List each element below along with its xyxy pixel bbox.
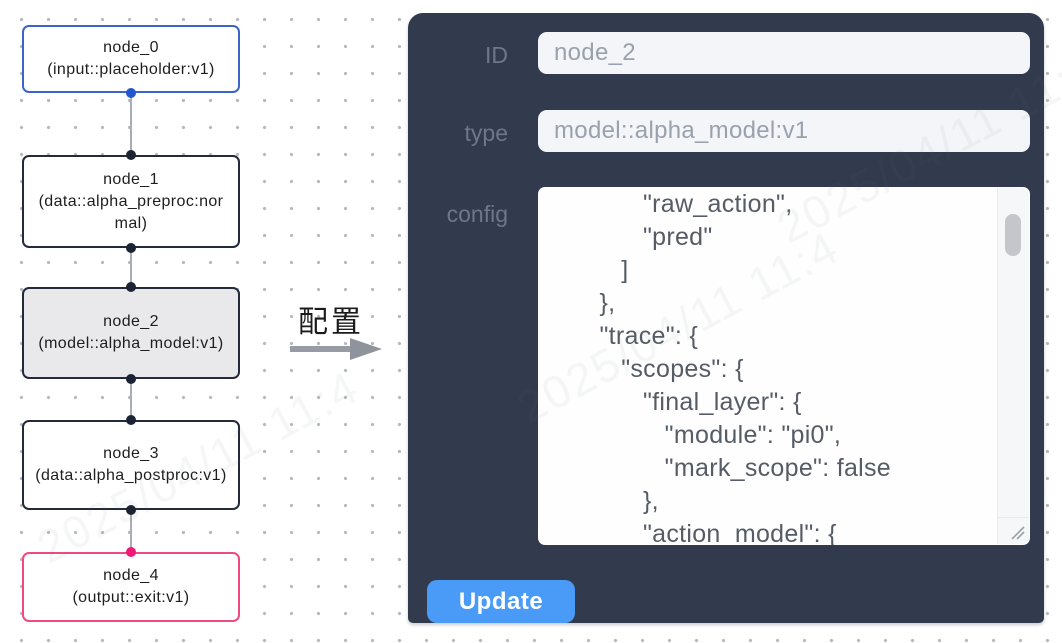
- node_3-source-handle[interactable]: [126, 505, 136, 515]
- edge-node3-node4: [130, 510, 132, 552]
- config-scrollbar-thumb[interactable]: [1005, 214, 1021, 256]
- id-field-label: ID: [485, 42, 508, 68]
- node-config-panel: ID type config "raw_action", "pred" ] },…: [408, 13, 1044, 623]
- id-input[interactable]: [538, 32, 1030, 74]
- config-field-label: config: [446, 201, 508, 227]
- node_2-source-handle[interactable]: [126, 374, 136, 384]
- node-node_4[interactable]: node_4 (output::exit:v1): [22, 552, 240, 622]
- edge-node1-node2: [130, 248, 132, 287]
- node-subtitle: (input::placeholder:v1): [47, 61, 215, 78]
- node-subtitle: (data::alpha_preproc:normal): [38, 192, 224, 232]
- node-subtitle: (model::alpha_model:v1): [38, 335, 224, 352]
- node_0-source-handle[interactable]: [126, 88, 136, 98]
- update-button[interactable]: Update: [427, 580, 575, 623]
- node-subtitle: (data::alpha_postproc:v1): [35, 467, 227, 484]
- type-field-label: type: [464, 120, 508, 146]
- config-json-text[interactable]: "raw_action", "pred" ] }, "trace": { "sc…: [599, 190, 892, 545]
- node-node_3[interactable]: node_3 (data::alpha_postproc:v1): [22, 420, 240, 510]
- node_1-source-handle[interactable]: [126, 243, 136, 253]
- node-node_0[interactable]: node_0 (input::placeholder:v1): [22, 25, 240, 93]
- node-title: node_4: [103, 567, 159, 584]
- edge-node0-node1: [130, 93, 132, 155]
- node-title: node_0: [103, 39, 159, 56]
- node_1-target-handle[interactable]: [126, 150, 136, 160]
- node_3-target-handle[interactable]: [126, 415, 136, 425]
- config-arrow-label: 配置: [298, 306, 364, 339]
- node-title: node_2: [103, 313, 159, 330]
- node-title: node_3: [103, 445, 159, 462]
- config-editor[interactable]: "raw_action", "pred" ] }, "trace": { "sc…: [538, 187, 1030, 545]
- node-node_1[interactable]: node_1 (data::alpha_preproc:normal): [22, 155, 240, 248]
- config-scrollbar[interactable]: [997, 188, 1029, 544]
- edge-node2-node3: [130, 379, 132, 420]
- type-input[interactable]: [538, 110, 1030, 152]
- textarea-resize-handle[interactable]: [998, 517, 1029, 544]
- node-subtitle: (output::exit:v1): [72, 589, 190, 606]
- node_4-target-handle[interactable]: [126, 547, 136, 557]
- node-node_2-selected[interactable]: node_2 (model::alpha_model:v1): [22, 287, 240, 379]
- resize-grip-icon: [1011, 526, 1025, 540]
- right-arrow-icon: [290, 338, 382, 360]
- node-title: node_1: [103, 170, 159, 188]
- node_2-target-handle[interactable]: [126, 282, 136, 292]
